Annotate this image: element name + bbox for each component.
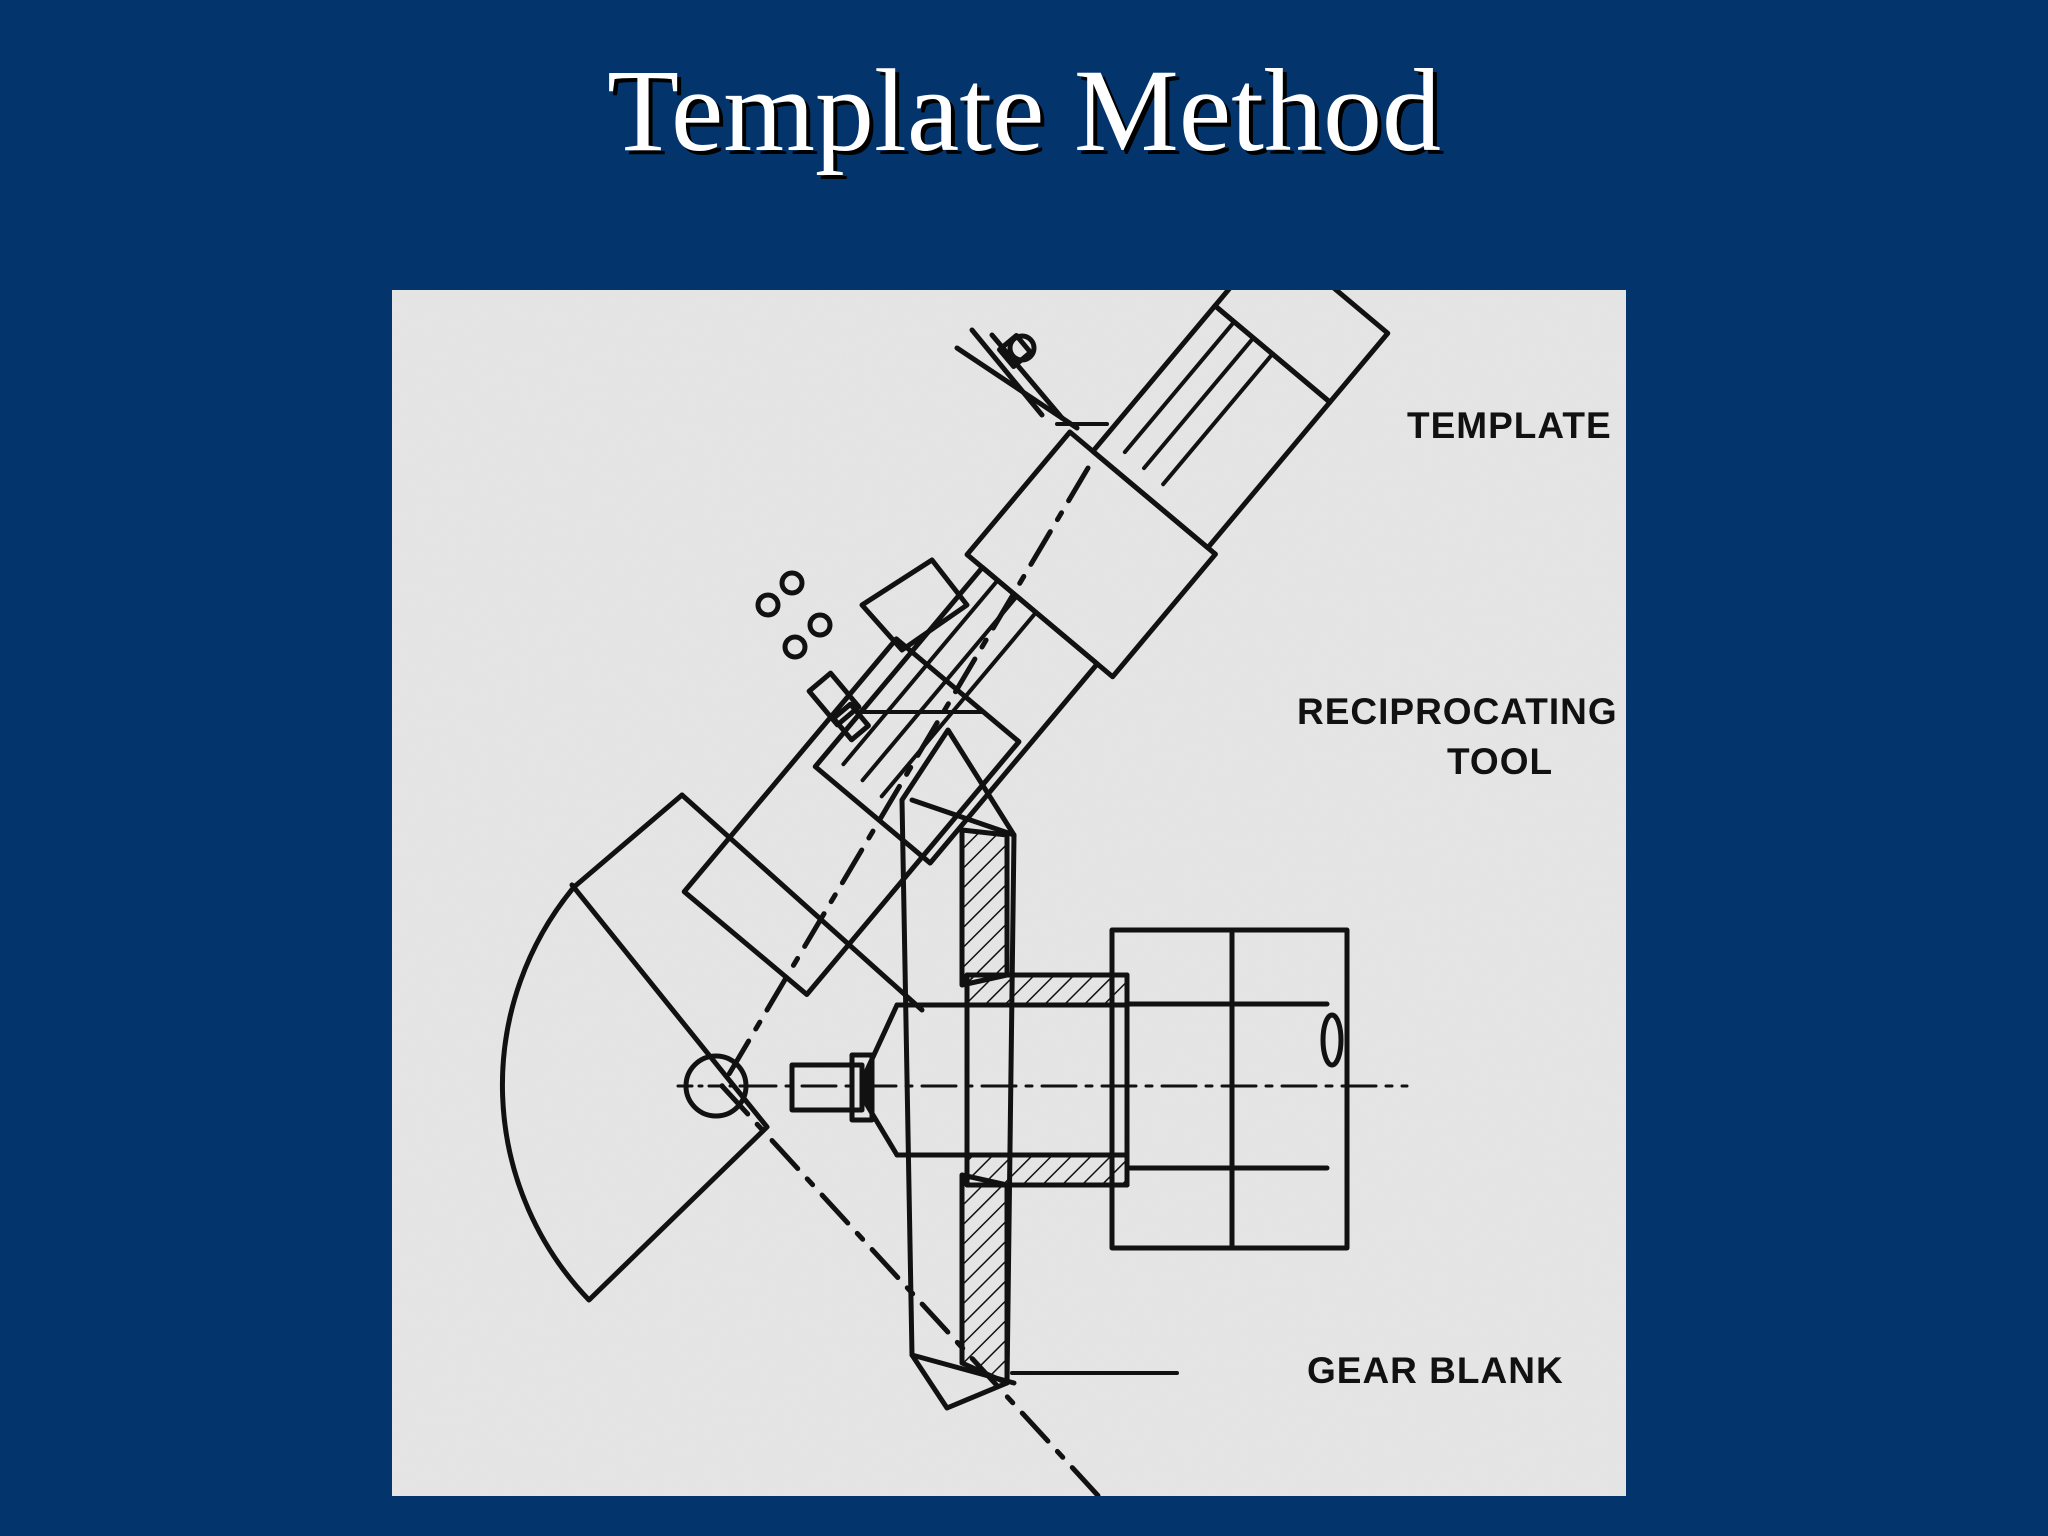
machine-head (499, 792, 925, 1303)
diagram-drawing: TEMPLATE RECIPROCATING TOOL GEAR BLANK (392, 290, 1626, 1496)
tool-holder-block (755, 557, 970, 660)
tool-axis-line (719, 465, 1091, 1089)
reciprocating-tool (806, 670, 871, 743)
tool-slide (681, 290, 1391, 998)
template-label: TEMPLATE (1407, 405, 1612, 446)
gear-hub-and-shaft (740, 927, 1409, 1251)
tool-label: TOOL (1447, 741, 1553, 782)
slide-title: Template Method (607, 45, 1441, 176)
reciprocating-label: RECIPROCATING (1297, 691, 1618, 732)
gear-template-diagram: TEMPLATE RECIPROCATING TOOL GEAR BLANK (392, 290, 1626, 1496)
template (954, 327, 1080, 431)
gear-blank-label: GEAR BLANK (1307, 1350, 1564, 1391)
